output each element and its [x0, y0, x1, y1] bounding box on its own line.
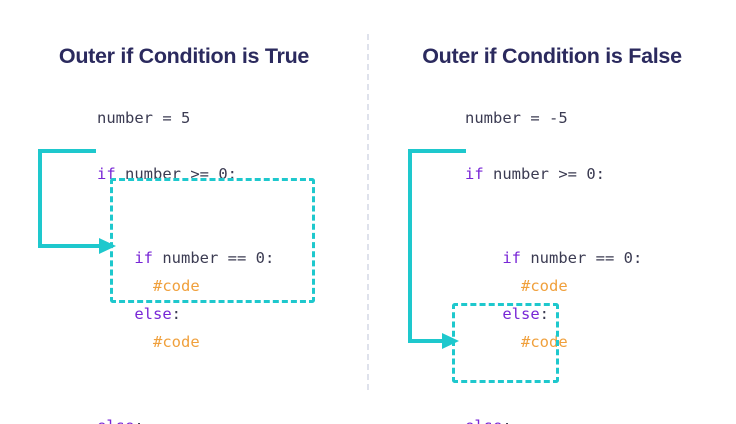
code-line: if number == 0:	[465, 244, 642, 272]
execution-flow-arrow-left	[38, 149, 116, 254]
code-indent	[97, 305, 134, 323]
code-line: #code	[97, 272, 274, 300]
code-token-kw: if	[134, 249, 153, 267]
code-line: #code	[97, 328, 274, 356]
panel-title-right: Outer if Condition is False	[422, 44, 682, 68]
code-line	[97, 356, 274, 384]
vertical-dashed-divider	[367, 34, 369, 390]
code-indent	[97, 333, 134, 351]
code-line: else:	[465, 412, 642, 424]
code-token-cmt: #code	[134, 277, 200, 295]
code-line: else:	[97, 300, 274, 328]
code-token-idn: :	[171, 305, 181, 323]
code-token-kw: else	[502, 305, 540, 323]
code-token-idn: number == 0:	[521, 249, 643, 267]
code-line: #code	[465, 272, 642, 300]
code-token-idn: number = 5	[97, 109, 191, 127]
code-line: #code	[465, 328, 642, 356]
code-token-kw: else	[134, 305, 172, 323]
code-token-kw: else	[465, 417, 502, 424]
code-token-kw: if	[502, 249, 521, 267]
code-token-kw: else	[97, 417, 134, 424]
code-line	[97, 384, 274, 412]
code-token-kw: if	[465, 165, 484, 183]
execution-flow-arrow-right	[408, 149, 466, 349]
code-token-idn: :	[539, 305, 549, 323]
code-line	[465, 384, 642, 412]
code-token-idn: number == 0:	[153, 249, 275, 267]
code-token-idn: number = -5	[465, 109, 568, 127]
code-token-cmt: #code	[502, 277, 568, 295]
code-token-idn: :	[134, 417, 143, 424]
panel-title-left: Outer if Condition is True	[58, 44, 310, 68]
code-line: if number >= 0:	[465, 160, 642, 188]
code-line: if number == 0:	[97, 244, 274, 272]
code-block-right: number = -5 if number >= 0: if number ==…	[465, 104, 642, 424]
code-line: number = 5	[97, 104, 274, 132]
code-indent	[97, 277, 134, 295]
code-line	[465, 356, 642, 384]
code-token-cmt: #code	[502, 333, 568, 351]
code-line: number = -5	[465, 104, 642, 132]
code-token-idn: :	[502, 417, 511, 424]
code-line: else:	[465, 300, 642, 328]
code-token-idn: number >= 0:	[483, 165, 605, 183]
code-line: else:	[97, 412, 274, 424]
code-token-cmt: #code	[134, 333, 200, 351]
